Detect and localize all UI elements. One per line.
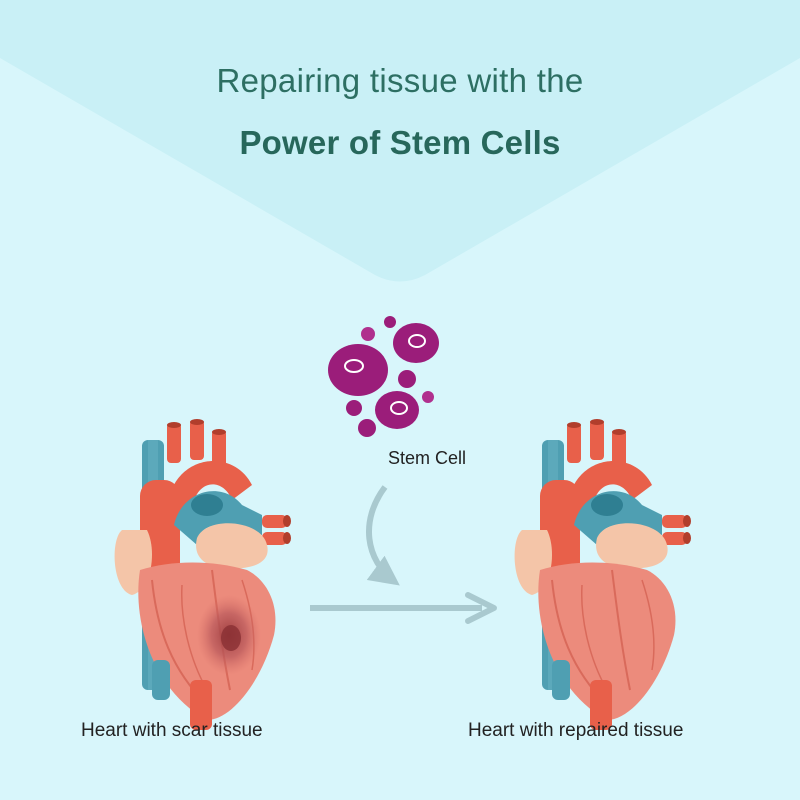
curved-arrow-icon	[366, 485, 400, 586]
heart-scar-icon	[113, 418, 292, 731]
heart-repaired-icon	[513, 418, 692, 731]
title-line-1: Repairing tissue with the	[216, 62, 584, 99]
title-banner	[0, 0, 800, 282]
title-line-2: Power of Stem Cells	[239, 124, 561, 161]
heart-repaired-label: Heart with repaired tissue	[468, 720, 684, 741]
stem-cell-cluster-icon	[328, 316, 439, 437]
heart-scar-label: Heart with scar tissue	[81, 720, 263, 741]
stem-cell-label: Stem Cell	[388, 448, 467, 468]
